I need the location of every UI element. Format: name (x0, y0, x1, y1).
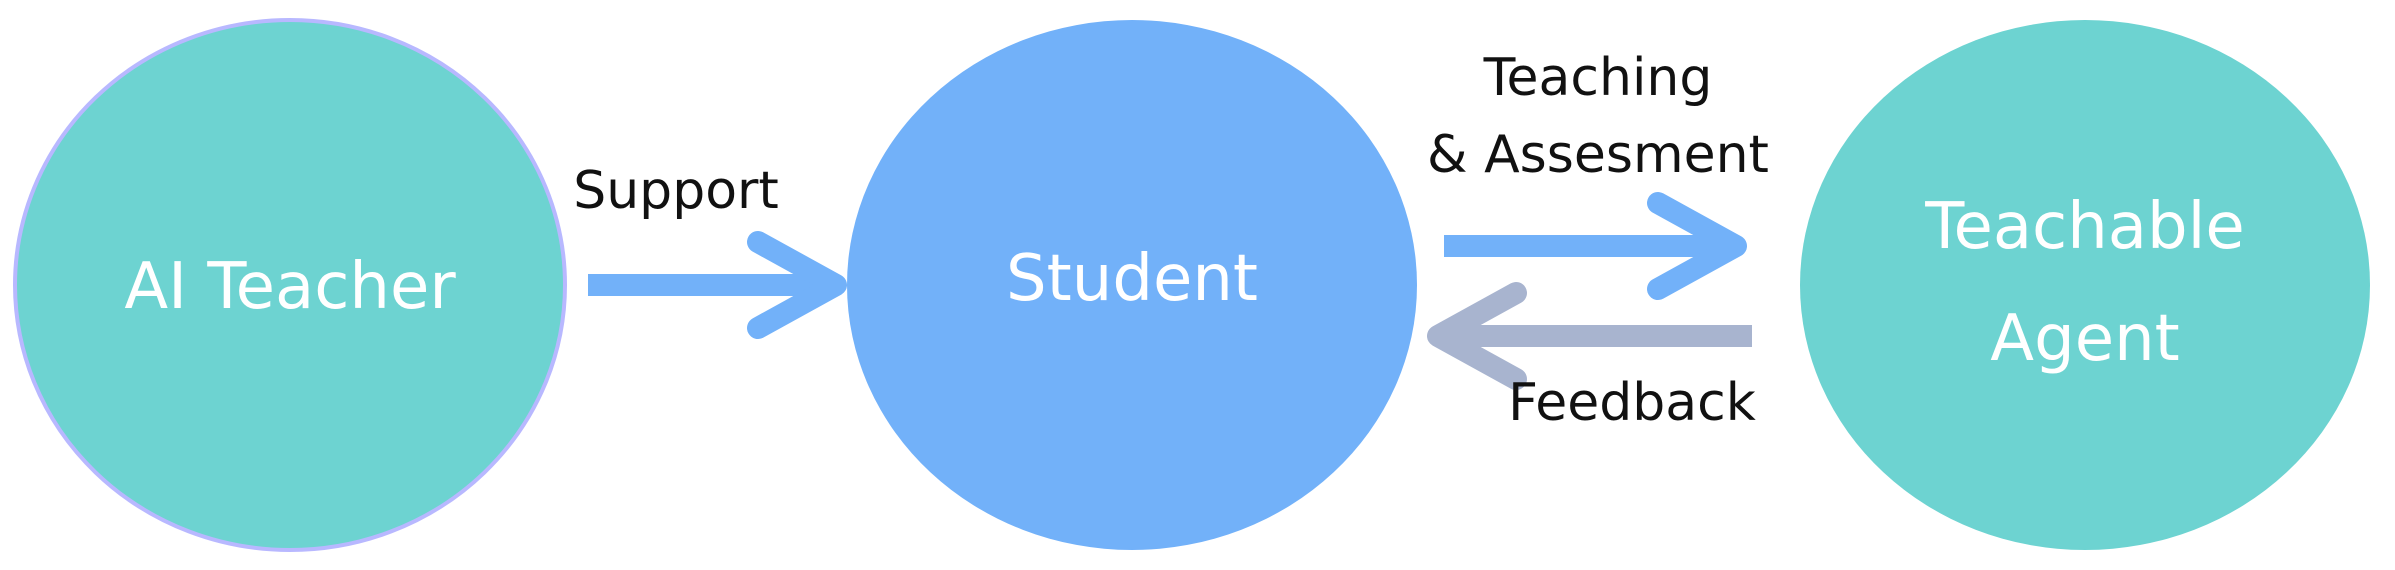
edge-teaching-label-line2: & Assesment (1427, 125, 1769, 185)
node-teachable-agent: Teachable Agent (1800, 20, 2370, 550)
edge-feedback: Feedback (1427, 282, 1756, 433)
edge-teaching-label-line1: Teaching (1483, 48, 1713, 108)
edge-feedback-arrowhead (1427, 282, 1527, 390)
edge-teaching: Teaching & Assesment (1427, 48, 1769, 300)
edge-teaching-arrowhead (1647, 192, 1747, 300)
node-student-label: Student (1006, 242, 1258, 316)
edge-support-label: Support (573, 161, 779, 221)
edge-feedback-label: Feedback (1508, 373, 1756, 433)
node-ai-teacher-circle (13, 18, 567, 552)
node-ai-teacher: AI Teacher (13, 18, 567, 552)
edge-support-arrowhead (747, 231, 847, 339)
edge-support: Support (573, 161, 847, 339)
node-teachable-agent-circle (1800, 20, 2370, 550)
node-teachable-agent-label-line1: Teachable (1924, 190, 2245, 264)
node-ai-teacher-label: AI Teacher (124, 250, 456, 324)
node-student-circle (847, 20, 1417, 550)
node-teachable-agent-label-line2: Agent (1990, 302, 2179, 376)
node-student: Student (847, 20, 1417, 550)
